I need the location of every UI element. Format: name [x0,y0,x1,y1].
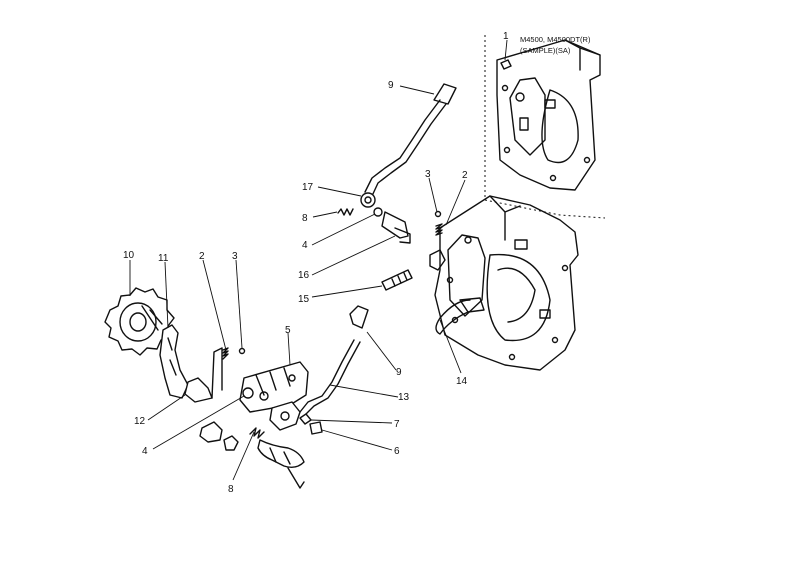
callout-4-bottom: 4 [142,446,148,457]
lower-shaft [257,439,305,489]
callout-8-bottom: 8 [228,484,234,495]
callout-4-mid: 4 [302,240,308,251]
callout-1: 1 [503,31,509,42]
callout-9-bottom: 9 [396,367,402,378]
shift-rail-part-5 [239,361,309,413]
spring-part-8-bottom [249,427,265,439]
spring-ball-left [222,347,246,360]
spring-ball-top [434,210,443,236]
callout-2-top: 2 [462,170,468,181]
fork-part-14 [435,297,485,335]
shift-lever-lower [299,305,369,415]
callout-11: 11 [158,253,169,264]
callout-14: 14 [456,376,468,387]
callout-10: 10 [123,250,135,261]
callout-7: 7 [394,419,400,430]
spring-part-8-top [337,208,354,216]
gear-part-10 [104,287,175,356]
leader-lines [129,39,508,481]
callout-12: 12 [134,416,146,427]
bolt-part-1 [500,59,512,70]
callout-6: 6 [394,446,400,457]
callout-15: 15 [298,294,310,305]
callout-3-top: 3 [425,169,431,180]
model-note-line-2: (SAMPLE)(SA) [520,46,571,55]
shift-lever-upper [360,83,457,208]
pin-part-15 [381,269,413,291]
block-piece [199,421,239,451]
fork-part-12 [184,347,223,403]
callout-5: 5 [285,325,291,336]
shifter-part-11 [159,324,189,399]
sample-housing [496,39,601,191]
callout-3-left: 3 [232,251,238,262]
model-note-line-1: M4500, M4500DT(R) [520,35,591,44]
callout-8-top: 8 [302,213,308,224]
callout-labels: 1 9 17 3 2 8 4 16 15 14 10 11 2 3 5 9 13… [123,31,509,495]
callout-17: 17 [302,182,314,193]
bracket-lower [269,401,323,435]
callout-13: 13 [398,392,410,403]
main-housing [429,195,579,371]
callout-2-left: 2 [199,251,205,262]
model-note: M4500, M4500DT(R) (SAMPLE)(SA) [520,35,591,55]
callout-9-top: 9 [388,80,394,91]
callout-16: 16 [298,270,310,281]
shaft-part-16 [373,207,411,244]
